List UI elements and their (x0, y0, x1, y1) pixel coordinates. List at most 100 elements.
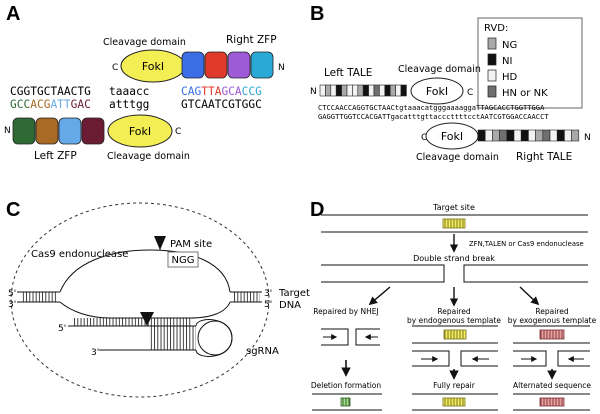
cas9-endonuclease-outline (10, 202, 270, 398)
nhej-left-end (321, 328, 349, 346)
left-tale-repeat-12 (379, 84, 386, 97)
cleavage-site-marker-top (154, 236, 166, 250)
fokl-c-terminus-bottom: C (175, 127, 181, 137)
rvd-swatch-hd (487, 69, 497, 82)
left-tale-repeat-14 (389, 84, 396, 97)
right-tale-repeat-6 (513, 129, 522, 142)
left-tale-repeat-6 (346, 84, 353, 97)
sgrna-stem-pairs (150, 326, 196, 350)
altered-site-box (539, 397, 565, 407)
dna-end-5-right: 5' (264, 300, 272, 310)
rvd-label-ni: NI (502, 56, 512, 67)
endogenous-label-2: by endogenous template (407, 316, 501, 325)
tale-dna-sequence: CTCCAACCAGGTGCTAACtgtaaacatgggaaaaggaTTA… (318, 103, 549, 121)
nuclease-label: ZFN,TALEN or Cas9 endonuclease (469, 240, 584, 248)
left-tale-label: Left TALE (324, 67, 372, 79)
panel-label-c: C (6, 199, 20, 221)
dna-right-base-pairs (232, 292, 260, 302)
rvd-legend-title: RVD: (484, 23, 508, 34)
zinc-finger-left-4 (81, 117, 105, 145)
seq-bot-left: GCCACGATTGAC (10, 98, 91, 111)
right-tale-repeat-5 (506, 129, 515, 142)
seq-top-right-1: CAG (181, 85, 201, 98)
seq-top-right-2: TTA (201, 85, 221, 98)
left-tale-repeat-1 (319, 84, 326, 97)
fokl-domain-b-top (410, 77, 464, 105)
exo-right-end (557, 350, 590, 367)
rvd-swatch-ni (487, 53, 497, 66)
left-zfp-label: Left ZFP (34, 150, 77, 162)
fully-site-box (442, 397, 466, 407)
altered-label: Alternated sequence (513, 381, 591, 390)
rvd-label-hd: HD (502, 72, 518, 83)
right-tale-repeat-1 (477, 129, 486, 142)
seq-top-right-3: GCA (221, 85, 241, 98)
left-tale-repeat-13 (384, 84, 391, 97)
dna-end-3-left: 3' (8, 300, 16, 310)
right-tale-repeat-4 (499, 129, 508, 142)
left-tale-repeats (319, 84, 407, 97)
cleavage-domain-label-b-top: Cleavage domain (398, 64, 481, 75)
left-tale-repeat-10 (368, 84, 375, 97)
seq-bot-left-4: GAC (71, 98, 91, 111)
pam-ngg-label: NGG (172, 255, 195, 266)
left-zfp-fingers (12, 117, 105, 145)
right-tale-repeat-10 (542, 129, 551, 142)
sgrna-label: sgRNA (246, 346, 279, 357)
fully-repair-label: Fully repair (433, 381, 476, 390)
cleavage-domain-label-b-bottom: Cleavage domain (416, 152, 499, 163)
dna-left-base-pairs (22, 292, 58, 302)
exo-template-box (539, 329, 565, 340)
zfp-dna-sequence: CGGTGCTAACTG taaacc CAGTTAGCACCG GCCACGA… (10, 85, 262, 111)
cas9-diagram: Cas9 endonuclease 5' 3' 3' 5' Target DNA… (8, 202, 310, 398)
pam-ngg-box (167, 251, 199, 268)
fokl-label-top: FokI (142, 60, 164, 73)
arrow-to-nhej (368, 286, 391, 306)
dna-bubble-top (59, 249, 231, 293)
target-site-box (442, 218, 466, 229)
left-tale-repeat-11 (373, 84, 380, 97)
repair-pathways: Target site ZFN,TALEN or Cas9 endonuclea… (311, 203, 597, 411)
sgrna-end-3: 3' (91, 348, 99, 358)
deletion-site-box (340, 397, 351, 407)
left-tale-repeat-4 (335, 84, 342, 97)
exogenous-label-1: Repaired (535, 307, 568, 316)
zfp-n-terminus-top: N (278, 63, 285, 73)
seq-top-right: CAGTTAGCACCG (181, 85, 262, 98)
left-tale-repeat-8 (357, 84, 364, 97)
fokl-domain-bottom (107, 114, 173, 148)
fokl-label-bottom: FokI (129, 125, 151, 138)
left-tale-repeat-9 (362, 84, 369, 97)
pam-site-label: PAM site (170, 239, 212, 250)
rvd-swatch-ng (487, 37, 497, 50)
seq-top-right-4: CCG (242, 85, 262, 98)
dsb-left-fragment (321, 264, 445, 283)
right-tale-repeat-8 (528, 129, 536, 142)
right-tale-repeat-9 (535, 129, 544, 142)
right-tale-label: Right TALE (516, 151, 572, 163)
nhej-label: Repaired by NHEJ (313, 307, 378, 316)
cas9-label: Cas9 endonuclease (31, 249, 128, 260)
right-zfp-label: Right ZFP (226, 34, 277, 46)
seq-bot-left-3: ATT (50, 98, 70, 111)
left-tale-repeat-7 (352, 84, 359, 97)
dna-end-3-right: 3' (264, 289, 272, 299)
tale-seq-top: CTCCAACCAGGTGCTAACtgtaaacatgggaaaaggaTTA… (318, 103, 545, 112)
seq-bot-left-1: GCC (10, 98, 30, 111)
panel-label-b: B (310, 3, 324, 25)
tale-n-terminus-left: N (310, 87, 317, 97)
deletion-label: Deletion formation (311, 381, 382, 390)
zfp-left-complex: N FokI C Left ZFP Cleavage domain (4, 114, 190, 162)
left-tale-complex: Left TALE Cleavage domain N FokI C (310, 64, 481, 105)
zinc-finger-right-1 (181, 51, 205, 79)
exo-left-end (513, 350, 547, 367)
zinc-finger-right-4 (250, 51, 274, 79)
fokl-label-b-top: FokI (426, 85, 448, 98)
left-tale-repeat-16 (400, 84, 407, 97)
panel-label-a: A (6, 3, 20, 25)
dsb-right-fragment (463, 264, 588, 283)
right-tale-repeat-2 (484, 129, 493, 142)
zinc-finger-right-3 (227, 51, 251, 79)
seq-top-mid: taaacc (109, 85, 149, 98)
